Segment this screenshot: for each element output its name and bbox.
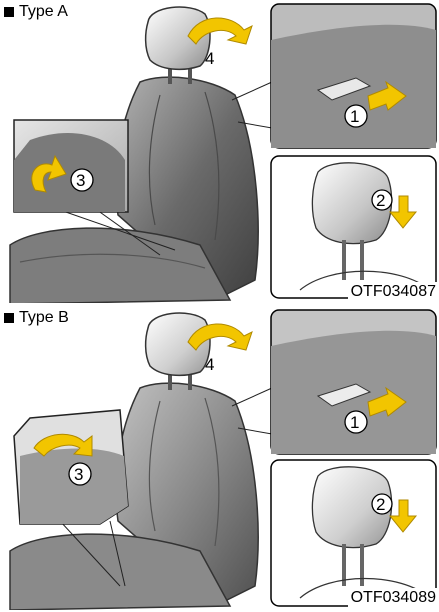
step-2-label: 2	[376, 191, 385, 210]
seat-illustration-a: 4 3 1 2	[0, 0, 439, 304]
type-a-label: Type A	[2, 2, 72, 22]
panel-type-b: 4 3 1 2	[0, 306, 439, 610]
type-a-text: Type A	[19, 3, 68, 21]
step-4-label: 4	[205, 355, 214, 374]
step-3-label: 3	[76, 171, 85, 190]
seat-illustration-b: 4 3 1 2	[0, 306, 439, 610]
figure-code-b: OTF034089	[348, 588, 439, 608]
square-bullet-icon	[4, 313, 14, 323]
figure-code-a: OTF034087	[348, 282, 439, 302]
step-1-label: 1	[350, 107, 359, 126]
panel-divider	[0, 303, 439, 305]
panel-type-a: 4 3 1 2	[0, 0, 439, 304]
square-bullet-icon	[4, 7, 14, 17]
type-b-text: Type B	[19, 309, 69, 327]
step-1-label: 1	[350, 413, 359, 432]
type-b-label: Type B	[2, 308, 73, 328]
step-4-label: 4	[205, 49, 214, 68]
step-2-label: 2	[376, 495, 385, 514]
step-3-label: 3	[74, 465, 83, 484]
